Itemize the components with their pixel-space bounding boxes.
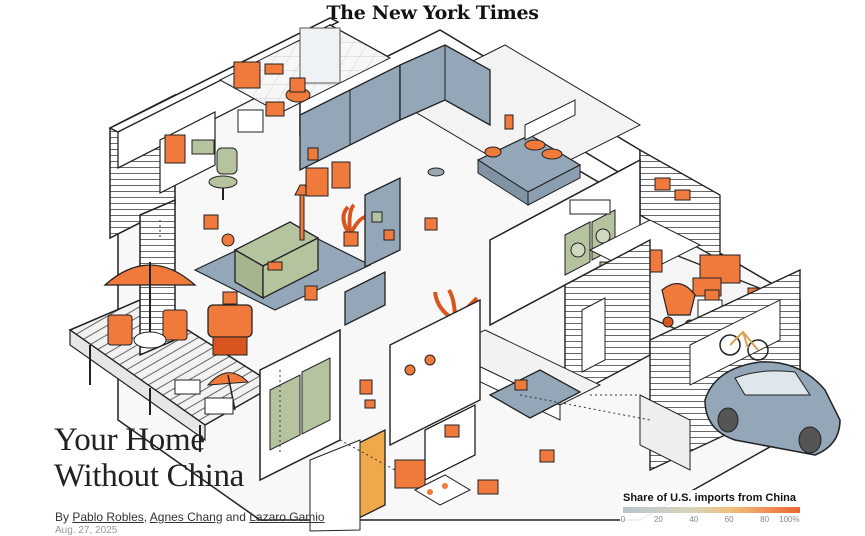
legend-tick: 100% [779, 515, 800, 524]
author-link-robles[interactable]: Pablo Robles [72, 510, 144, 524]
legend-swatch-0 [623, 507, 659, 513]
byline-conjunction: and [225, 510, 246, 524]
legend-swatch-1 [658, 507, 694, 513]
byline-prefix: By [55, 510, 70, 524]
legend-swatch-4 [764, 507, 801, 513]
garage [564, 238, 841, 472]
legend-ticks: 0 20 40 60 80 100% [620, 515, 800, 527]
legend-color-scale [623, 507, 801, 513]
legend-tick: 40 [689, 515, 699, 524]
legend-swatch-2 [693, 507, 730, 513]
bed-icon [476, 134, 582, 206]
wall-art [305, 147, 351, 197]
office [159, 111, 238, 247]
grill-icon [207, 291, 253, 356]
washing-machine-icon [564, 209, 616, 276]
headline-line-2: Without China [54, 458, 245, 494]
patio-umbrella-icon [103, 262, 197, 345]
laundry-room [489, 158, 691, 327]
bicycle-icon [719, 330, 769, 361]
nyt-logo[interactable]: The New York Times [326, 2, 539, 24]
patio-chairs [107, 309, 188, 349]
byline: By Pablo Robles, Agnes Chang and Lazaro … [55, 510, 325, 524]
legend-title: Share of U.S. imports from China [623, 492, 796, 504]
sofa-icon [233, 221, 320, 300]
legend-swatch-3 [729, 507, 765, 513]
pantry [259, 328, 376, 482]
tv-icon [344, 270, 386, 327]
beach-umbrella [174, 372, 250, 415]
kitchen [309, 298, 582, 532]
dining-table [488, 369, 582, 419]
office-chair-icon [208, 147, 238, 200]
legend-tick: 80 [760, 515, 770, 524]
dotted-guides [159, 220, 651, 471]
headline: Your Home Without China [54, 422, 244, 494]
legend-tick: 0 [620, 515, 626, 524]
china-import-share-legend: Share of U.S. imports from China 0 20 40… [620, 490, 810, 527]
author-link-chang[interactable]: Agnes Chang [149, 510, 223, 524]
car-icon [704, 361, 841, 456]
legend-tick: 60 [724, 515, 734, 524]
publish-date: Aug. 27, 2025 [55, 525, 118, 536]
byline-separator: , [143, 510, 148, 524]
legend-tick: 20 [653, 515, 663, 524]
living-room [193, 147, 479, 331]
bathroom [218, 24, 392, 133]
author-link-gamio[interactable]: Lazaro Gamio [249, 510, 325, 524]
bedroom [299, 44, 642, 206]
headline-line-1: Your Home [54, 422, 205, 458]
